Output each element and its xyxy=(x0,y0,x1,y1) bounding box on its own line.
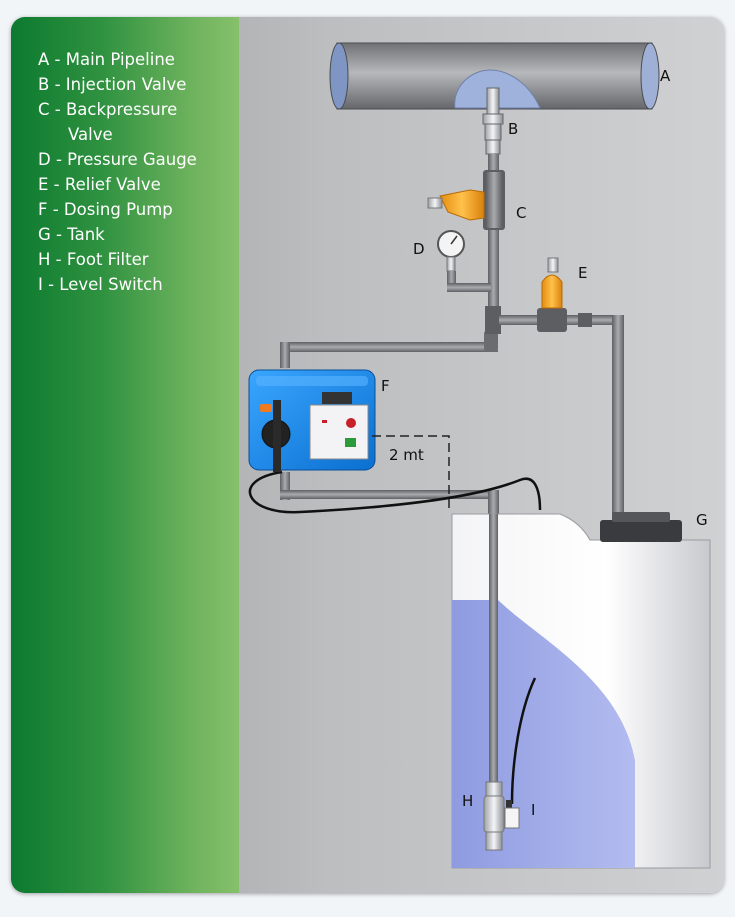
suction-tube xyxy=(489,514,498,784)
pipe-tee xyxy=(485,306,501,334)
pipe-vertical-main xyxy=(488,154,499,324)
dosing-pump xyxy=(248,369,376,472)
label-distance: 2 mt xyxy=(389,446,424,464)
pipe-pump-lower xyxy=(280,490,496,499)
main-pipeline xyxy=(329,42,660,110)
distance-marker xyxy=(372,435,450,512)
legend-item-g: G - Tank xyxy=(38,225,105,244)
label-g: G xyxy=(696,511,708,529)
foot-filter xyxy=(483,781,505,851)
label-f: F xyxy=(381,377,390,395)
label-h: H xyxy=(462,792,473,810)
relief-valve xyxy=(537,257,592,332)
legend-panel: A - Main Pipeline B - Injection Valve C … xyxy=(11,17,239,893)
level-switch xyxy=(504,800,520,829)
legend-item-i: I - Level Switch xyxy=(38,275,163,294)
legend-item-e: E - Relief Valve xyxy=(38,175,161,194)
pipe-pump-riser xyxy=(280,342,290,368)
diagram-frame: A - Main Pipeline B - Injection Valve C … xyxy=(11,17,724,893)
label-e: E xyxy=(578,264,587,282)
label-c: C xyxy=(516,204,526,222)
pressure-gauge xyxy=(437,230,491,292)
injection-valve xyxy=(482,87,504,155)
legend-item-a: A - Main Pipeline xyxy=(38,50,175,69)
pipe-pump-outlet xyxy=(280,472,290,500)
label-i: I xyxy=(531,801,535,819)
label-d: D xyxy=(413,240,425,258)
legend-item-f: F - Dosing Pump xyxy=(38,200,173,219)
label-a: A xyxy=(660,67,671,85)
legend-item-h: H - Foot Filter xyxy=(38,250,149,269)
legend-item-b: B - Injection Valve xyxy=(38,75,187,94)
pipe-return-to-tank xyxy=(612,315,624,515)
pipe-elbow xyxy=(484,330,498,352)
level-switch-cable xyxy=(510,677,537,805)
legend-item-d: D - Pressure Gauge xyxy=(38,150,197,169)
legend-list: A - Main Pipeline B - Injection Valve C … xyxy=(38,47,197,297)
legend-item-c-continued: Valve xyxy=(68,125,113,144)
pump-cable xyxy=(248,470,542,514)
pipe-suction-down xyxy=(488,490,499,516)
pipe-to-pump xyxy=(282,342,498,352)
backpressure-valve xyxy=(427,170,505,230)
legend-item-c: C - Backpressure xyxy=(38,100,178,119)
label-b: B xyxy=(508,120,518,138)
